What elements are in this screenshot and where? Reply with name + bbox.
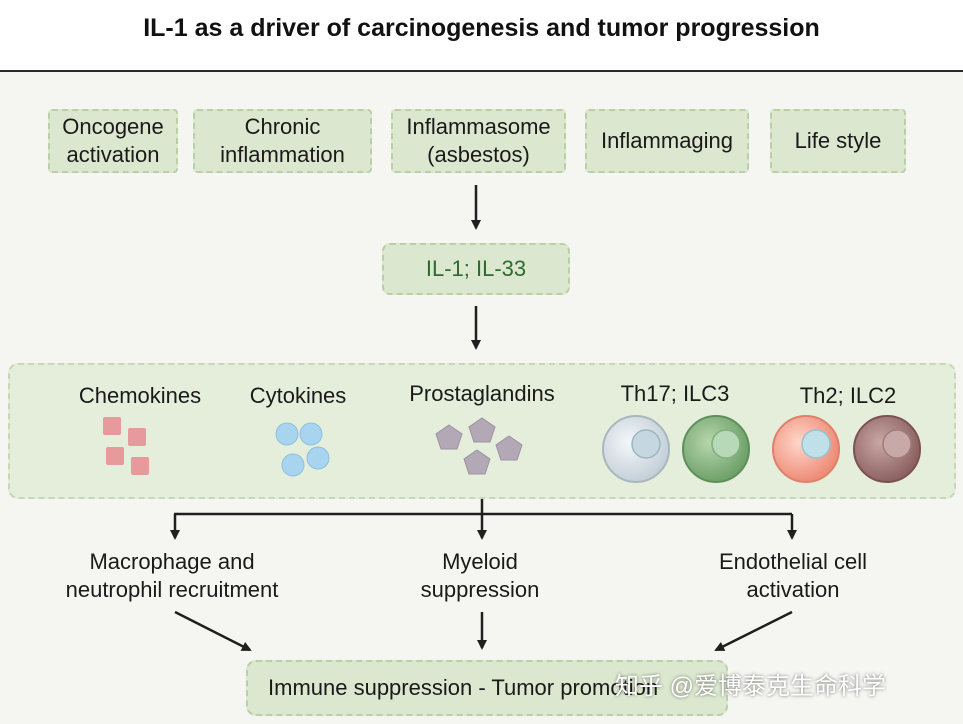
driver-label: Inflammasome	[406, 114, 551, 139]
outcome-label: activation	[746, 577, 840, 602]
driver-label: inflammation	[220, 142, 345, 167]
driver-label: Life style	[794, 128, 882, 153]
th2-ilc2-label: Th2; ILC2	[799, 383, 897, 408]
th2-cell-icon	[772, 415, 840, 483]
arrow-macrophage-to-final	[174, 610, 252, 652]
driver-label: activation	[66, 142, 160, 167]
outcome-label: neutrophil recruitment	[65, 577, 279, 602]
outcome-endothelial-activation: Endothelial cell activation	[683, 548, 903, 604]
driver-oncogene-activation: Oncogene activation	[48, 109, 178, 173]
outcome-macrophage-neutrophil: Macrophage and neutrophil recruitment	[42, 548, 302, 604]
cytokines-label: Cytokines	[249, 383, 347, 408]
driver-chronic-inflammation: Chronic inflammation	[193, 109, 372, 173]
outcome-label: Endothelial cell	[719, 549, 867, 574]
outcome-label: Myeloid	[442, 549, 518, 574]
arrow-endothelial-to-final	[714, 610, 793, 652]
driver-inflammaging: Inflammaging	[585, 109, 749, 173]
driver-label: Inflammaging	[600, 128, 734, 153]
outcome-label: suppression	[420, 577, 540, 602]
th17-cell-icon	[602, 415, 670, 483]
driver-inflammasome: Inflammasome (asbestos)	[391, 109, 566, 173]
mediator-box: IL-1; IL-33	[382, 243, 570, 295]
ilc2-cell-icon	[853, 415, 921, 483]
outcome-myeloid-suppression: Myeloid suppression	[380, 548, 580, 604]
th17-ilc3-label: Th17; ILC3	[620, 381, 730, 406]
diagram-title: IL-1 as a driver of carcinogenesis and t…	[143, 14, 820, 42]
chemokine-squares-icon	[103, 417, 149, 475]
final-outcome-label: Immune suppression - Tumor promotion	[268, 675, 659, 700]
driver-label: Oncogene	[62, 114, 164, 139]
driver-life-style: Life style	[770, 109, 906, 173]
mediator-label: IL-1; IL-33	[425, 256, 527, 281]
cytokine-circles-icon	[275, 422, 330, 477]
ilc3-cell-icon	[682, 415, 750, 483]
prostaglandin-pentagons-icon	[435, 417, 523, 475]
final-outcome-box: Immune suppression - Tumor promotion	[246, 660, 728, 716]
driver-label: Chronic	[244, 114, 321, 139]
prostaglandins-label: Prostaglandins	[409, 381, 555, 406]
header-band: IL-1 as a driver of carcinogenesis and t…	[0, 0, 963, 72]
driver-label: (asbestos)	[427, 142, 530, 167]
watermark: 知乎 @爱博泰克生命科学	[615, 673, 887, 700]
outcome-label: Macrophage and	[89, 549, 255, 574]
chemokines-label: Chemokines	[78, 383, 202, 408]
